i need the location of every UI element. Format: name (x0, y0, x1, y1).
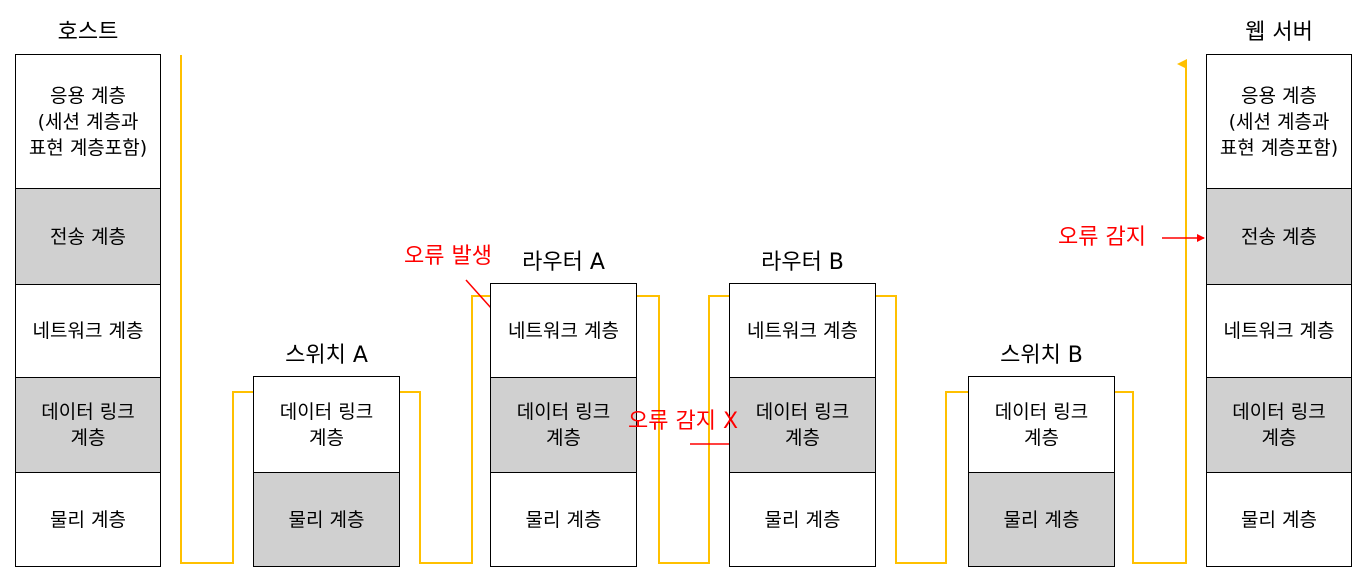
switch-b-title: 스위치 B (1000, 343, 1083, 368)
host-network-layer: 네트워크 계층 (16, 284, 160, 377)
host-physical-layer: 물리 계층 (16, 472, 160, 566)
host-transport-layer: 전송 계층 (16, 188, 160, 284)
error-detected-label: 오류 감지 (1058, 225, 1146, 250)
web-server-stack: 응용 계층 (세션 계층과 표현 계층포함) 전송 계층 네트워크 계층 데이터… (1206, 54, 1352, 567)
switch-b-stack: 데이터 링크 계층 물리 계층 (968, 376, 1115, 567)
router-a-title: 라우터 A (522, 250, 605, 275)
router-a-physical-layer: 물리 계층 (491, 472, 636, 566)
router-b-physical-layer: 물리 계층 (730, 472, 875, 566)
router-b-stack: 네트워크 계층 데이터 링크 계층 물리 계층 (729, 283, 876, 567)
web-server-network-layer: 네트워크 계층 (1207, 284, 1351, 377)
router-b-title: 라우터 B (761, 250, 844, 275)
web-server-transport-layer: 전송 계층 (1207, 188, 1351, 284)
host-application-layer: 응용 계층 (세션 계층과 표현 계층포함) (28, 84, 148, 159)
switch-a-physical-layer: 물리 계층 (254, 472, 399, 566)
host-datalink-layer: 데이터 링크 계층 (16, 377, 160, 472)
router-a-datalink-layer: 데이터 링크 계층 (491, 377, 636, 472)
switch-a-datalink-layer: 데이터 링크 계층 (279, 400, 374, 449)
switch-a-title: 스위치 A (285, 343, 368, 368)
web-server-physical-layer: 물리 계층 (1207, 472, 1351, 566)
host-title: 호스트 (57, 20, 119, 45)
switch-b-datalink-layer: 데이터 링크 계층 (994, 400, 1089, 449)
web-server-application-layer: 응용 계층 (세션 계층과 표현 계층포함) (1219, 84, 1339, 159)
host-stack: 응용 계층 (세션 계층과 표현 계층포함) 전송 계층 네트워크 계층 데이터… (15, 54, 161, 567)
router-b-datalink-layer: 데이터 링크 계층 (730, 377, 875, 472)
switch-b-physical-layer: 물리 계층 (969, 472, 1114, 566)
router-a-stack: 네트워크 계층 데이터 링크 계층 물리 계층 (490, 283, 637, 567)
web-server-title: 웹 서버 (1245, 20, 1313, 45)
router-b-network-layer: 네트워크 계층 (747, 319, 858, 342)
error-not-detected-label: 오류 감지 X (628, 409, 739, 434)
error-occurred-label: 오류 발생 (404, 244, 492, 269)
web-server-datalink-layer: 데이터 링크 계층 (1207, 377, 1351, 472)
switch-a-stack: 데이터 링크 계층 물리 계층 (253, 376, 400, 567)
router-a-network-layer: 네트워크 계층 (508, 319, 619, 342)
